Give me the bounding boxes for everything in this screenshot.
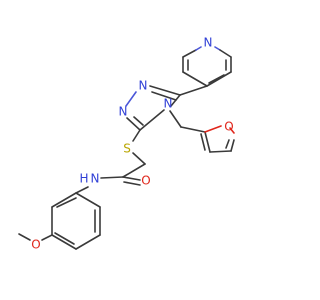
triazole-n2-label: N [119, 105, 128, 119]
furan-oxygen-label: O [224, 120, 233, 134]
carbonyl-oxygen-label: O [141, 174, 150, 188]
furan-oxygen-atom: O [224, 120, 233, 134]
pyridine-triazole-bond [179, 85, 208, 96]
pyridine-nitrogen-atom: N [204, 36, 213, 50]
methoxy-oxygen-label: O [31, 238, 40, 252]
triazole-sulfur-bond [132, 129, 141, 142]
furfuryl-linker [169, 110, 206, 133]
methoxy-oxygen-atom: O [31, 238, 40, 252]
triazole-nitrogen-atoms: N N N [119, 79, 173, 119]
sulfur-atom: S [123, 142, 131, 156]
amide-nh-atom: N H [79, 172, 99, 186]
sulfur-methylene-bond [132, 152, 146, 165]
pyridine-ring [182, 46, 232, 87]
carbonyl-oxygen-atom: O [141, 174, 150, 188]
triazole-n1-label: N [139, 79, 148, 93]
triazole-n4-label: N [164, 97, 173, 111]
methoxyphenyl-ring [51, 192, 101, 250]
furan-ring [200, 125, 235, 153]
molecule-structure-diagram: N N N N O S [18, 36, 235, 252]
pyridine-nitrogen-label: N [204, 36, 213, 50]
methoxy-group [18, 233, 53, 241]
amide-nitrogen-label: N [91, 172, 100, 186]
amide-hydrogen-label: H [79, 172, 88, 186]
triazole-ring [125, 85, 181, 131]
acetamide-group [75, 163, 146, 194]
sulfur-label: S [123, 142, 131, 156]
